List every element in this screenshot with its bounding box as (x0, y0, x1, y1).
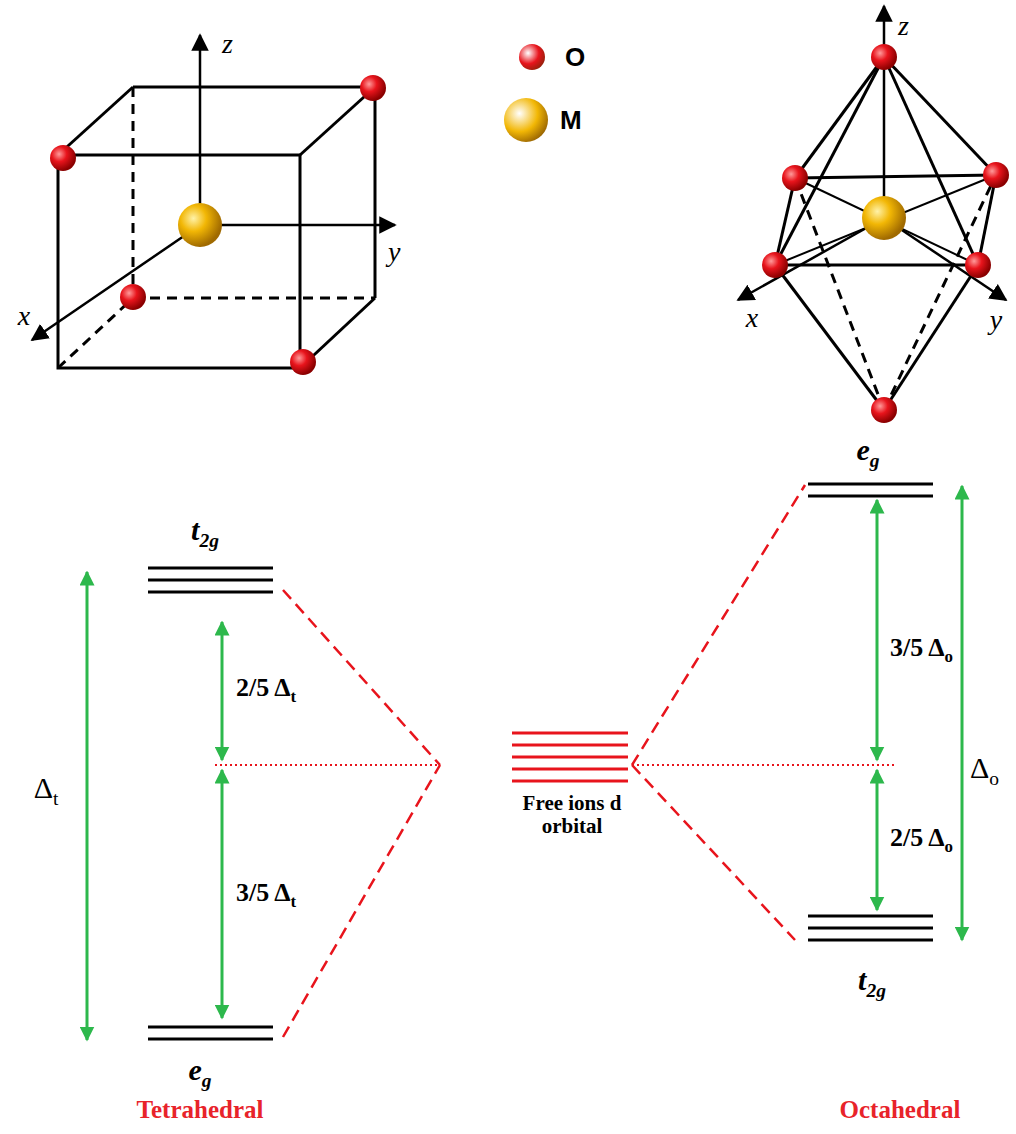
correlation-lines (283, 485, 805, 1037)
energy-arrows (87, 486, 962, 1040)
label-subscript: g (202, 1070, 212, 1091)
legend-text: M (560, 105, 582, 136)
label-subscript: o (945, 837, 953, 856)
barycenter-lines (215, 764, 895, 766)
cube (58, 87, 375, 368)
axis-label: z (898, 11, 909, 42)
legend-entry: M (504, 98, 582, 142)
splitting-label: 3/5 Δt (236, 879, 296, 912)
cube-axes (32, 35, 395, 340)
free-ion-levels (512, 733, 628, 781)
geometry-title: Tetrahedral (137, 1096, 264, 1124)
label-subscript: o (945, 647, 953, 666)
label-main: Δ (970, 751, 989, 784)
splitting-label: 3/5 Δo (890, 634, 953, 667)
level-label: eg (188, 1053, 211, 1091)
label-subscript: t (53, 788, 58, 809)
splitting-label: 2/5 Δt (236, 674, 296, 707)
atom-swatch (519, 44, 545, 70)
axis-label: x (746, 303, 758, 334)
level-label: eg (856, 433, 879, 471)
label-main: 2/5 Δ (890, 823, 945, 852)
label-main: t (191, 513, 199, 546)
legend-text: O (565, 42, 585, 73)
axis-label: y (990, 305, 1002, 336)
octahedron-axes (738, 6, 1006, 300)
octahedron (775, 57, 996, 410)
axis-label: y (388, 237, 400, 268)
split-levels (148, 484, 933, 1039)
free-ion-label: Free ions d orbital (512, 792, 632, 838)
axis-label: z (222, 29, 233, 60)
level-label: t2g (858, 963, 886, 1001)
label-subscript: t (291, 892, 297, 911)
label-main: e (188, 1053, 201, 1086)
splitting-label: Δo (970, 751, 999, 789)
axis-label: x (18, 301, 30, 332)
level-label: t2g (191, 513, 219, 551)
geometry-title: Octahedral (840, 1096, 961, 1124)
octahedron-atoms (762, 44, 1009, 423)
label-main: 3/5 Δ (890, 633, 945, 662)
label-main: 3/5 Δ (236, 878, 291, 907)
splitting-label: 2/5 Δo (890, 824, 953, 857)
label-main: 2/5 Δ (236, 673, 291, 702)
label-subscript: t (291, 687, 297, 706)
atom-swatch (504, 98, 548, 142)
label-subscript: o (989, 768, 999, 789)
label-main: Δ (34, 771, 53, 804)
label-subscript: 2g (866, 980, 886, 1001)
legend-entry: O (519, 42, 585, 73)
label-subscript: 2g (199, 530, 219, 551)
cube-atoms (50, 75, 386, 375)
label-main: e (856, 433, 869, 466)
label-subscript: g (870, 450, 880, 471)
label-main: t (858, 963, 866, 996)
splitting-label: Δt (34, 771, 59, 809)
